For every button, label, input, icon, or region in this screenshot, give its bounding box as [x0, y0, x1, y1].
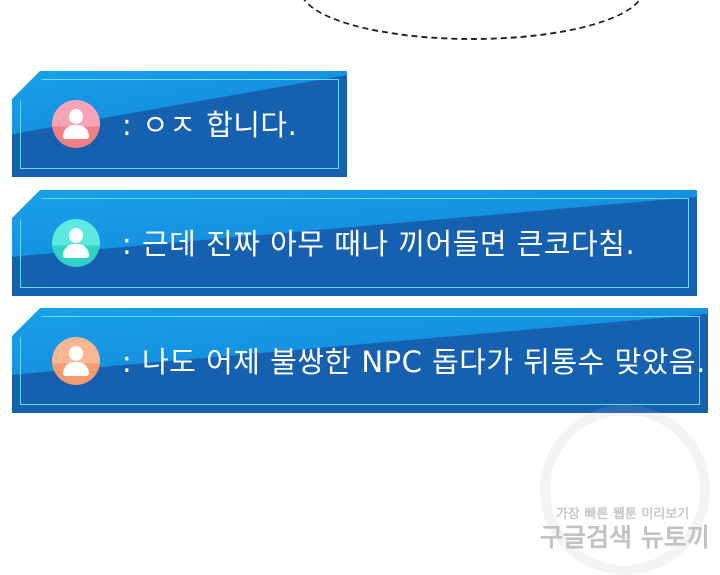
chat-message-1: : ㅇㅈ 합니다. — [12, 71, 347, 177]
user-avatar-icon — [52, 219, 100, 267]
box-frame — [20, 316, 700, 405]
message-text: : 근데 진짜 아무 때나 끼어들면 큰코다침. — [122, 227, 636, 262]
box-frame — [20, 198, 689, 288]
watermark-line2: 구글검색 뉴토끼 — [540, 523, 710, 552]
message-text: : ㅇㅈ 합니다. — [122, 108, 298, 143]
user-avatar-icon — [52, 100, 100, 148]
user-avatar-icon — [52, 336, 100, 385]
watermark-line1: 가장 빠른 웹툰 미리보기 — [556, 507, 690, 522]
chat-message-3: : 나도 어제 불쌍한 NPC 돕다가 뒤통수 맞았음. — [12, 308, 708, 413]
chat-message-2: : 근데 진짜 아무 때나 끼어들면 큰코다침. — [12, 190, 697, 296]
message-text: : 나도 어제 불쌍한 NPC 돕다가 뒤통수 맞았음. — [122, 344, 706, 379]
speech-bubble-outline — [300, 0, 644, 40]
box-frame — [20, 79, 339, 169]
